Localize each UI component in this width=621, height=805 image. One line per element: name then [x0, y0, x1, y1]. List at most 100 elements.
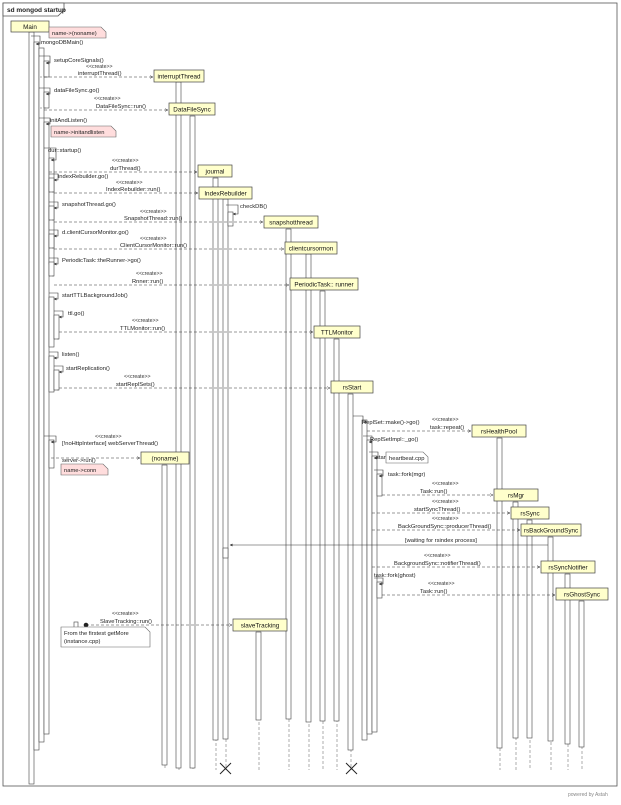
- object-ttlmonitor: [313, 325, 361, 339]
- arrow-datafilesync-go: [39, 87, 51, 96]
- activation-rsmgr: [512, 501, 519, 739]
- frame-border: [2, 2, 618, 787]
- destroy-marks: [219, 762, 358, 775]
- object-journal: [197, 164, 233, 178]
- destroy-mark-rsstart: [345, 762, 358, 775]
- arrow-start-ttl: [49, 292, 59, 301]
- stereo-rsmgr: <<create>>: [432, 481, 459, 487]
- msg-replset-make: ReplSet::make()->go(): [362, 420, 420, 426]
- msg-snapshotthread-go: snapshotThread.go(): [62, 202, 116, 208]
- stereo-rsghostsync: <<create>>: [428, 581, 455, 587]
- activation-main-13: [53, 314, 60, 340]
- arrow-mongodbmain: [31, 35, 41, 46]
- activation-slavetracking: [255, 631, 262, 721]
- activation-index-rebuilder-3: [222, 547, 229, 559]
- object-label-noname: (noname): [152, 456, 179, 463]
- frame-tab: [2, 2, 65, 17]
- create-arrows: [44, 77, 555, 625]
- object-label-clientcursormon: clientcursormon: [289, 246, 334, 253]
- msg-start-replsets: startReplSets(): [116, 382, 155, 388]
- arrow-indexrebuilder-go: [49, 173, 59, 182]
- note-conn-box: [60, 463, 109, 476]
- return-arrows: [39, 76, 59, 391]
- stereo-periodic-runner: <<create>>: [136, 271, 163, 277]
- object-boxes: [10, 20, 609, 632]
- note-firstgetmore-line2: (instance.cpp): [64, 639, 100, 645]
- object-label-periodic-runner: PeriodicTask:: runner: [294, 282, 353, 289]
- activation-rsstart-6: [376, 581, 383, 599]
- object-interrupt-thread: [153, 69, 205, 83]
- note-conn: name->conn: [64, 468, 96, 474]
- activation-noname: [161, 464, 168, 766]
- msg-ttl-go: ttl.go(): [68, 311, 84, 317]
- note-initandlisten-box: [50, 125, 117, 138]
- notes: name->(noname) name->initandlisten heart…: [48, 26, 429, 648]
- object-label-rssync: rsSync: [520, 511, 539, 518]
- object-label-rshealthpool: rsHealthPool: [481, 429, 517, 436]
- arrow-checkdb: [226, 204, 239, 216]
- call-arrows: [31, 35, 548, 586]
- msg-indexrebuilder-run: IndexRebuilder::run(): [106, 187, 161, 193]
- msg-task-repeat: task::repeat(): [430, 425, 464, 431]
- activation-rsstart-4: [371, 455, 378, 733]
- activation-rsstart-5: [376, 473, 383, 497]
- stereo-rssyncnotifier: <<create>>: [424, 553, 451, 559]
- object-rsbackgroundsync: [520, 523, 582, 537]
- msg-dur-startup: dur::startup(): [48, 148, 81, 154]
- object-label-snapshotthread: snapshotthread: [269, 220, 313, 227]
- activation-rssyncnotifier: [564, 573, 571, 745]
- arrow-ttl-go: [54, 310, 64, 319]
- msg-periodictask-go: PeriodicTask::theRunner->go(): [62, 258, 141, 264]
- note-firstgetmore-line1: From the firstest getMore: [64, 631, 129, 637]
- msg-mongodbmain: mongoDBMain(): [41, 40, 83, 46]
- object-label-rsstart: rsStart: [343, 385, 362, 392]
- msg-listen: listen(): [62, 352, 79, 358]
- msg-producer-thread: BackGroundSync::producerThread(): [398, 524, 492, 530]
- msg-task-run-ghost: Task::run(): [420, 589, 447, 595]
- activation-rsstart-2: [361, 419, 368, 741]
- msg-runner-run: Rnner::run(): [132, 279, 163, 285]
- arrow-listen: [49, 351, 59, 360]
- activation-index-rebuilder-2: [227, 211, 234, 227]
- activation-datafilesync: [189, 115, 196, 769]
- object-snapshotthread: [263, 215, 319, 229]
- stereo-rsstart: <<create>>: [124, 374, 151, 380]
- msg-checkdb: checkDB(): [240, 204, 267, 210]
- object-rsstart: [330, 380, 374, 394]
- activation-main-10: [48, 233, 55, 249]
- activation-rshealthpool: [496, 437, 503, 749]
- msg-web-server-thread: [!noHttpInterface] webServerThread(): [62, 441, 158, 447]
- activation-main-14: [48, 355, 55, 393]
- activation-journal: [212, 177, 219, 741]
- stereo-interrupt: <<create>>: [86, 64, 113, 70]
- arrow-task-fork-ghost: [374, 577, 384, 586]
- object-main: [10, 20, 50, 33]
- activation-main-12: [48, 296, 55, 348]
- destroy-mark-index-rebuilder: [219, 762, 232, 775]
- stereo-datafilesync: <<create>>: [94, 96, 121, 102]
- arrow-start-threads: [369, 451, 379, 460]
- object-label-rsghostsync: rsGhostSync: [564, 592, 600, 599]
- arrow-init-and-listen: [39, 117, 51, 126]
- note-noname-box: [48, 26, 107, 39]
- msg-datafilesync-run: DataFileSync::run(): [96, 104, 146, 110]
- object-datafilesync: [168, 102, 216, 116]
- activation-rsstart-3: [366, 439, 373, 735]
- note-heartbeat-box: [385, 451, 429, 464]
- stereo-rsbackgroundsync: <<create>>: [432, 516, 459, 522]
- msg-init-and-listen: initAndListen(): [50, 118, 87, 124]
- frame-title: sd mongod startup: [7, 7, 66, 14]
- activation-bars: [28, 31, 585, 785]
- msg-server-run: server->run(): [62, 458, 96, 464]
- object-rssyncnotifier: [540, 560, 596, 574]
- activation-main-9: [48, 205, 55, 221]
- activation-clientcursormon: [305, 253, 312, 723]
- activation-periodic-runner: [319, 290, 326, 722]
- activation-ttlmonitor: [333, 338, 340, 722]
- activation-rssync: [526, 519, 533, 739]
- object-label-main: Main: [23, 24, 37, 31]
- arrow-replsetimpl-go: [363, 435, 373, 444]
- activation-main-16: [48, 439, 55, 469]
- msg-datafilesync-go: dataFileSync.go(): [54, 88, 99, 94]
- object-slavetracking: [232, 618, 288, 632]
